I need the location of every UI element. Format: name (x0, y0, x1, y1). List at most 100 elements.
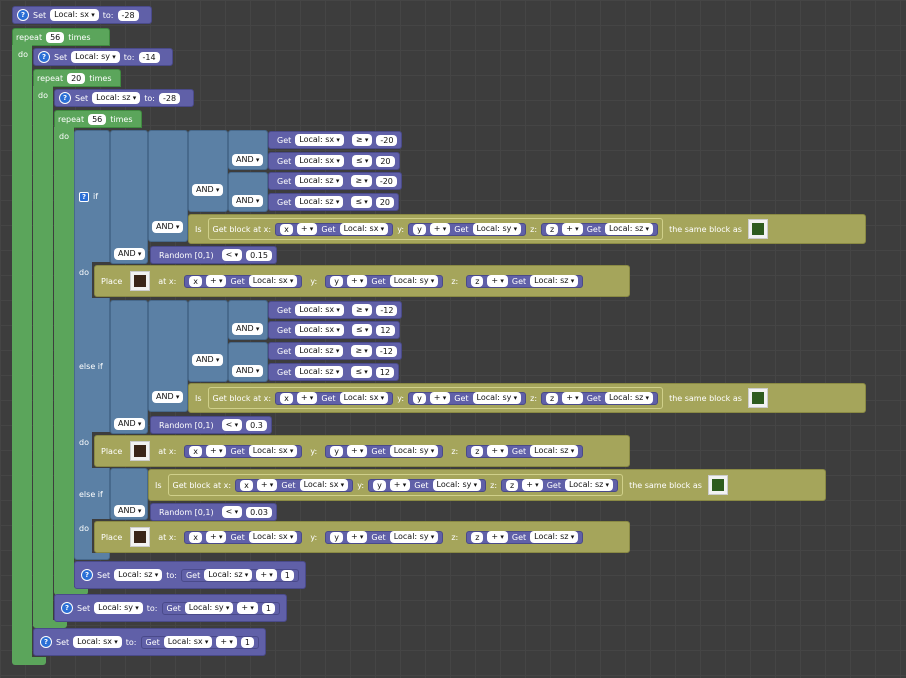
var-dropdown-sy[interactable]: Local: sy (472, 392, 522, 404)
op-dropdown-ge[interactable]: ≥ (351, 345, 372, 357)
set-sy-init-block[interactable]: ? Set Local: sy to: -14 (33, 48, 173, 66)
increment-value[interactable]: 1 (261, 602, 275, 614)
x-var[interactable]: x (189, 275, 203, 287)
bound-value[interactable]: -20 (375, 175, 397, 187)
and-op-1b[interactable]: AND (192, 182, 224, 198)
bound-value[interactable]: 12 (376, 324, 395, 336)
and-dropdown[interactable]: AND (114, 248, 146, 260)
plus-dropdown[interactable]: + (206, 275, 227, 287)
help-icon[interactable]: ? (38, 51, 50, 63)
random-socket[interactable]: Random [0,1) (155, 506, 218, 519)
plus-dropdown[interactable]: + (562, 392, 583, 404)
plus-dropdown[interactable]: + (296, 392, 318, 404)
and-dropdown[interactable]: AND (232, 323, 264, 335)
op-dropdown-ge[interactable]: ≥ (351, 134, 373, 146)
op-dropdown-lt[interactable]: < (221, 249, 243, 261)
x-var[interactable]: x (240, 479, 253, 491)
plus-dropdown[interactable]: + (256, 479, 278, 491)
gear-icon[interactable]: ? (79, 192, 89, 202)
probability-value[interactable]: 0.3 (246, 419, 267, 431)
var-dropdown-sy[interactable]: Local: sy (472, 223, 522, 235)
var-dropdown-sx[interactable]: Local: sx (248, 445, 298, 457)
and-op-2d[interactable]: AND (152, 389, 184, 405)
and-tree-1-frame[interactable] (110, 130, 148, 264)
var-dropdown-sz[interactable]: Local: sz (92, 92, 141, 104)
var-dropdown-sy[interactable]: Local: sy (389, 445, 439, 457)
plus-dropdown[interactable]: + (429, 392, 451, 404)
bound-value[interactable]: -20 (376, 134, 398, 146)
var-dropdown-sz[interactable]: Local: sz (604, 392, 654, 404)
x-var[interactable]: x (189, 531, 203, 543)
help-icon[interactable]: ? (59, 92, 71, 104)
plus-dropdown[interactable]: + (206, 531, 227, 543)
random-compare-2[interactable]: Random [0,1) < 0.3 (150, 416, 272, 434)
var-dropdown-sz[interactable]: Local: sz (295, 175, 344, 187)
var-dropdown-sx[interactable]: Local: sx (50, 9, 99, 21)
var-dropdown-sz[interactable]: Local: sz (604, 223, 654, 235)
var-dropdown-sx[interactable]: Local: sx (295, 155, 344, 167)
z-var[interactable]: z (471, 275, 484, 287)
var-dropdown-sz[interactable]: Local: sz (114, 569, 163, 581)
random-compare-1[interactable]: Random [0,1) < 0.15 (150, 246, 277, 264)
probability-value[interactable]: 0.03 (246, 506, 272, 518)
random-socket[interactable]: Random [0,1) (155, 249, 218, 262)
var-dropdown-sx[interactable]: Local: sx (339, 392, 389, 404)
z-var[interactable]: z (506, 479, 519, 491)
and-op-1a[interactable]: AND (232, 152, 264, 168)
y-var[interactable]: y (413, 392, 426, 404)
and-op-1e[interactable]: AND (114, 246, 146, 262)
help-icon[interactable]: ? (17, 9, 29, 21)
sx-init-value[interactable]: -28 (117, 9, 139, 21)
and-dropdown[interactable]: AND (192, 354, 224, 366)
dirt-block-icon[interactable] (130, 271, 151, 291)
var-dropdown-sy[interactable]: Local: sy (389, 275, 439, 287)
random-compare-3[interactable]: Random [0,1) < 0.03 (150, 503, 277, 521)
bound-value[interactable]: -12 (376, 304, 398, 316)
increment-value[interactable]: 1 (280, 569, 294, 581)
and-tree-2-frame[interactable] (110, 300, 148, 434)
op-dropdown-lt[interactable]: < (221, 419, 243, 431)
and-dropdown[interactable]: AND (232, 365, 264, 377)
plus-dropdown[interactable]: + (256, 569, 277, 581)
var-dropdown-sx[interactable]: Local: sx (295, 304, 344, 316)
var-dropdown-sz[interactable]: Local: sz (295, 366, 344, 378)
var-dropdown-sz[interactable]: Local: sz (530, 275, 579, 287)
and-dropdown[interactable]: AND (152, 221, 184, 233)
and-op-2c[interactable]: AND (232, 363, 264, 379)
set-sx-init-block[interactable]: ? Set Local: sx to: -28 (12, 6, 152, 24)
var-dropdown-sx[interactable]: Local: sx (248, 531, 298, 543)
plus-dropdown[interactable]: + (346, 445, 368, 457)
var-dropdown-sx[interactable]: Local: sx (248, 275, 298, 287)
repeat-inner-count[interactable]: 56 (88, 113, 107, 125)
and-tree-1-inner-b[interactable] (188, 130, 228, 212)
y-var[interactable]: y (330, 445, 343, 457)
grass-block-icon[interactable] (747, 388, 768, 408)
plus-dropdown[interactable]: + (346, 531, 368, 543)
set-sz-init-block[interactable]: ? Set Local: sz to: -28 (54, 89, 194, 107)
var-dropdown-sy[interactable]: Local: sy (184, 602, 234, 614)
and-tree-2-inner-b[interactable] (188, 300, 228, 382)
